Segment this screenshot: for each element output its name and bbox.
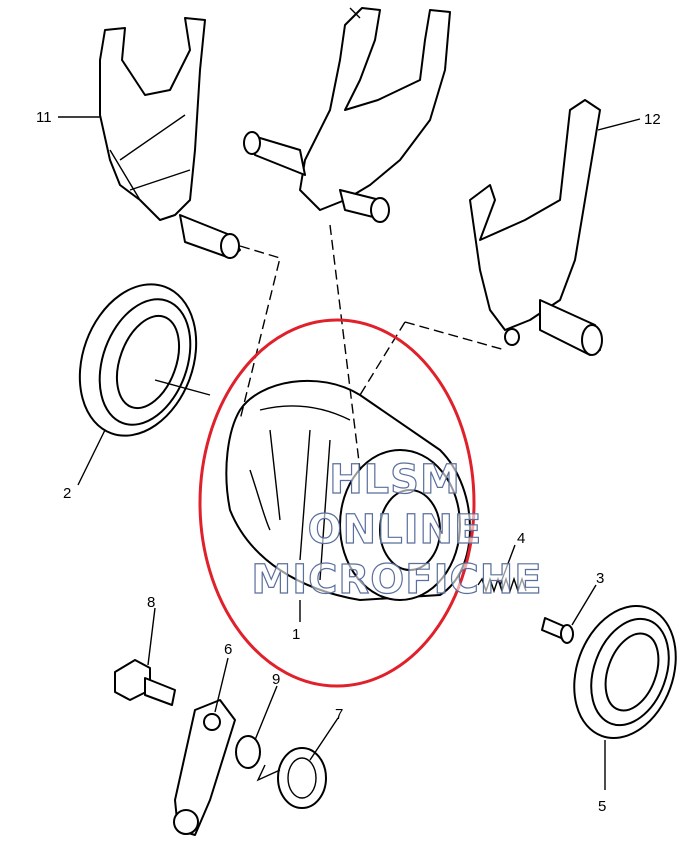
bearing-2 — [78, 283, 198, 437]
label-8: 8 — [147, 594, 155, 611]
bolt-8 — [114, 659, 176, 706]
highlight-circle — [198, 318, 476, 688]
bearing-5 — [573, 605, 677, 739]
label-3: 3 — [596, 570, 604, 587]
shift-fork-top — [243, 7, 451, 223]
leader-lines — [58, 7, 641, 790]
label-1: 1 — [292, 626, 300, 643]
watermark-line-3: MICROFICHE — [251, 557, 542, 603]
shift-fork-11 — [99, 17, 241, 259]
torsion-spring-7 — [256, 747, 327, 809]
watermark-line-1: HLSM — [329, 457, 461, 503]
stopper-lever-6 — [173, 699, 236, 836]
label-7: 7 — [335, 706, 343, 723]
label-11: 11 — [36, 109, 52, 126]
watermark-line-2: ONLINE — [308, 507, 483, 553]
shift-drum-1 — [225, 379, 471, 601]
label-6: 6 — [224, 641, 232, 658]
washer-9 — [235, 735, 261, 769]
shift-fork-12 — [469, 99, 603, 356]
assembly-line — [239, 224, 506, 471]
pin-3 — [541, 617, 574, 644]
label-12: 12 — [644, 111, 661, 128]
label-4: 4 — [517, 530, 525, 547]
spring-4 — [477, 576, 527, 594]
label-2: 2 — [63, 485, 71, 502]
label-9: 9 — [272, 671, 280, 688]
label-5: 5 — [598, 798, 606, 815]
